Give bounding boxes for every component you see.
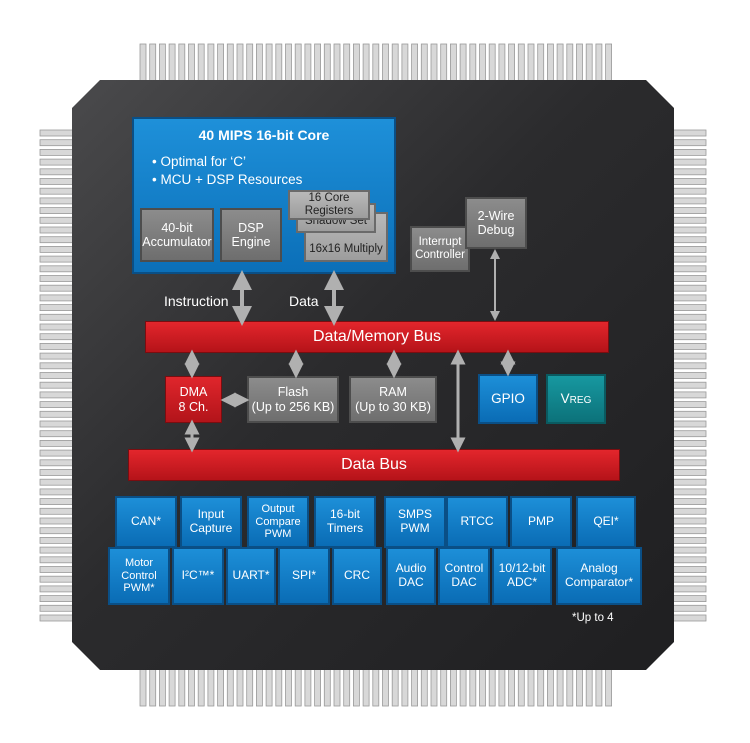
flash-block: Flash (Up to 256 KB) <box>247 376 339 423</box>
two-wire-debug-block: 2-Wire Debug <box>465 197 527 249</box>
smps-pwm-line1: SMPS <box>397 507 432 522</box>
data-bus: Data Bus <box>128 449 620 481</box>
multiply-label: 16x16 Multiply <box>309 242 383 255</box>
instruction-label: Instruction <box>164 293 229 309</box>
core-bullet-mcu-dsp: • MCU + DSP Resources <box>152 172 303 187</box>
motor-control-pwm-line2: Control <box>121 569 157 582</box>
interrupt-controller-block: Interrupt Controller <box>410 226 470 272</box>
core-bullet-c: • Optimal for ‘C’ <box>152 154 246 169</box>
flash-line2: (Up to 256 KB) <box>251 399 335 414</box>
data-bus-label: Data Bus <box>341 456 407 473</box>
analog-comparator-line2: Comparator* <box>564 575 634 589</box>
core-registers-line1: 16 Core <box>308 191 350 204</box>
timers-line2: Timers <box>326 521 364 535</box>
output-compare-pwm-line1: Output <box>261 503 295 516</box>
motor-control-pwm-line1: Motor <box>124 557 154 570</box>
accumulator-line1: 40-bit <box>161 220 193 235</box>
vreg-prefix: V <box>560 391 570 407</box>
analog-comparator-line1: Analog <box>580 561 618 576</box>
dsp-engine-block: DSP Engine <box>220 208 282 262</box>
interrupt-line1: Interrupt <box>418 235 462 248</box>
i2c-line1: I²C™* <box>181 568 215 583</box>
gpio-label: GPIO <box>491 391 525 407</box>
core-title: 40 MIPS 16-bit Core <box>198 127 330 143</box>
i2c-block: I²C™* <box>172 547 224 605</box>
debug-line1: 2-Wire <box>477 208 515 223</box>
dsp-engine-line2: Engine <box>231 235 271 249</box>
qei-block: QEI* <box>576 496 636 548</box>
interrupt-line2: Controller <box>415 249 465 261</box>
pmp-line1: PMP <box>527 514 554 529</box>
ram-block: RAM (Up to 30 KB) <box>349 376 437 423</box>
dma-line2: 8 Ch. <box>178 399 209 414</box>
input-capture-line2: Capture <box>189 521 233 535</box>
spi-block: SPI* <box>278 547 330 605</box>
footnote: *Up to 4 <box>572 612 614 624</box>
dma-line1: DMA <box>179 385 208 400</box>
can-line1: CAN* <box>130 514 161 529</box>
core-registers-card: 16 Core Registers <box>288 190 370 220</box>
crc-block: CRC <box>332 547 382 605</box>
accumulator-line2: Accumulator <box>142 235 212 249</box>
rtcc-line1: RTCC <box>460 514 494 529</box>
ram-line2: (Up to 30 KB) <box>355 399 431 414</box>
control-dac-line1: Control <box>444 561 484 576</box>
ram-line1: RAM <box>379 385 407 400</box>
adc-line1: 10/12-bit <box>498 561 546 576</box>
spi-line1: SPI* <box>291 568 316 583</box>
motor-control-pwm-line3: PWM* <box>123 582 155 595</box>
output-compare-pwm-line3: PWM <box>264 528 292 541</box>
accumulator-block: 40-bit Accumulator <box>140 208 214 262</box>
flash-line1: Flash <box>277 385 309 400</box>
core-registers-line2: Registers <box>304 205 354 217</box>
uart-line1: UART* <box>232 568 270 583</box>
qei-line1: QEI* <box>593 514 619 529</box>
data-label: Data <box>289 293 319 309</box>
uart-block: UART* <box>226 547 276 605</box>
timers-line1: 16-bit <box>329 507 361 522</box>
adc-line2: ADC* <box>506 575 537 589</box>
output-compare-pwm-line2: Compare <box>255 515 301 528</box>
dsp-engine-line1: DSP <box>238 220 264 235</box>
debug-line2: Debug <box>477 223 515 237</box>
data-memory-bus-label: Data/Memory Bus <box>312 328 442 345</box>
vreg-sub: REG <box>569 394 592 406</box>
control-dac-line2: DAC <box>451 575 477 589</box>
audio-dac-line2: DAC <box>398 575 424 589</box>
smps-pwm-line2: PWM <box>400 521 430 535</box>
crc-line1: CRC <box>344 568 370 583</box>
data-memory-bus: Data/Memory Bus <box>145 321 609 353</box>
can-block: CAN* <box>115 496 177 548</box>
audio-dac-line1: Audio <box>395 561 427 576</box>
rtcc-block: RTCC <box>446 496 508 548</box>
input-capture-line1: Input <box>197 507 225 522</box>
